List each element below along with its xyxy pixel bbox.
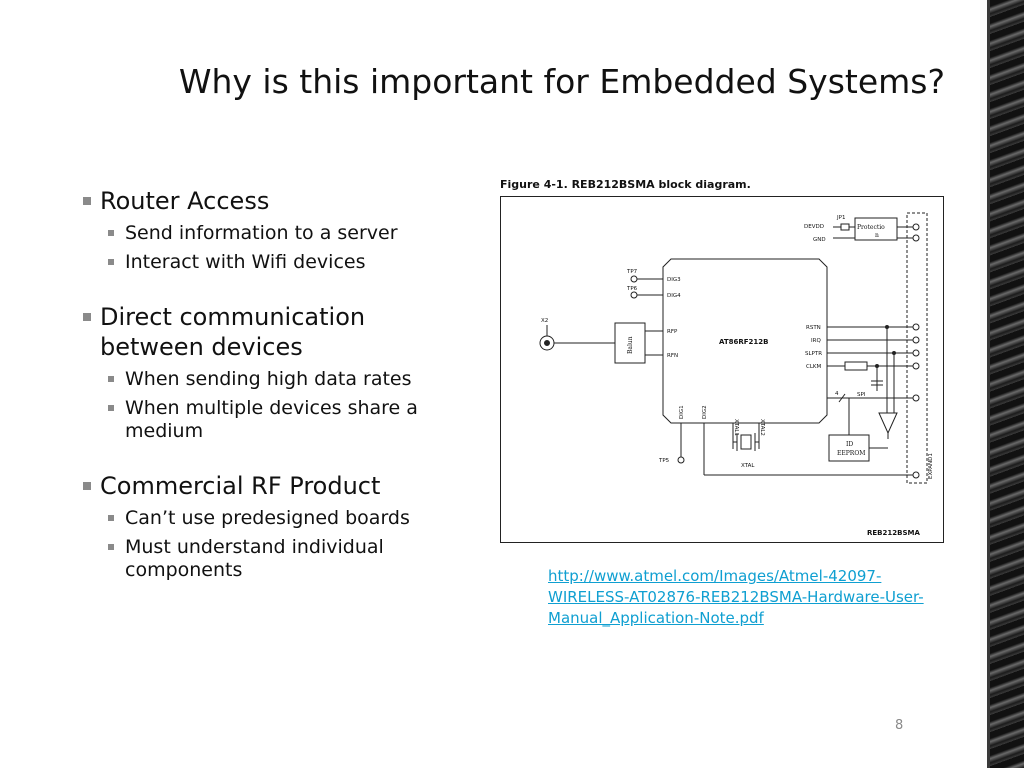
chip-label: AT86RF212B [719, 338, 769, 346]
board-name-label: REB212BSMA [867, 529, 920, 537]
bullet-square-icon [83, 197, 91, 205]
irq-label: IRQ [811, 338, 821, 344]
bullet-heading: Router Access [80, 186, 440, 216]
eeprom-block [828, 434, 870, 462]
sub-bullet-text: When sending high data rates [125, 368, 412, 390]
x2-label: X2 [541, 318, 548, 324]
protection-block [854, 217, 898, 241]
bullet-heading: Direct communication between devices [80, 302, 440, 362]
bullet-list: Router Access Send information to a serv… [80, 186, 440, 582]
bullet-square-icon [108, 376, 114, 382]
rfn-label: RFN [667, 353, 678, 359]
xtal-crystal [740, 434, 752, 450]
page-number: 8 [895, 718, 904, 733]
dig4-label: DIG4 [667, 293, 681, 299]
bullet-square-icon [108, 405, 114, 411]
tp5-label: TP5 [658, 458, 670, 464]
bullet-square-icon [108, 515, 114, 521]
balun-block [614, 322, 646, 364]
dig3-label: DIG3 [667, 277, 681, 283]
sub-bullet-text: When multiple devices share a medium [125, 397, 418, 442]
decorative-edge-line [987, 0, 990, 768]
rfp-label: RFP [667, 329, 678, 335]
bullet-heading: Commercial RF Product [80, 471, 440, 501]
slide-title: Why is this important for Embedded Syste… [178, 62, 945, 101]
protection-label-cont: n [875, 232, 879, 239]
sub-bullet-text: Must understand individual components [125, 536, 384, 581]
sub-bullet: Interact with Wifi devices [80, 251, 440, 274]
sub-bullet-text: Send information to a server [125, 222, 398, 244]
sub-bullet: Can’t use predesigned boards [80, 507, 440, 530]
protection-label: Protectio [857, 224, 885, 231]
block-diagram: AT86RF212B Balun Protectio n ID EEPROM E… [500, 196, 944, 543]
block-diagram-svg: AT86RF212B Balun Protectio n ID EEPROM E… [539, 212, 934, 537]
expand-label: EXPAND1 [928, 453, 934, 479]
xtal1-label: XTAL1 [733, 419, 739, 436]
dig2-label: DIG2 [702, 405, 708, 419]
chip-block [662, 258, 828, 424]
tp7-label: TP7 [626, 269, 638, 275]
slptr-label: SLPTR [805, 351, 822, 357]
gnd-label: GND [813, 237, 826, 243]
bullet-square-icon [108, 230, 114, 236]
xtal2-label: XTAL2 [759, 419, 765, 436]
decorative-edge-pattern [990, 0, 1024, 768]
bullet-square-icon [83, 482, 91, 490]
devdd-label: DEVDD [804, 224, 824, 230]
sub-bullet: When multiple devices share a medium [80, 397, 440, 443]
sub-bullet-text: Can’t use predesigned boards [125, 507, 410, 529]
bullet-heading-text: Commercial RF Product [100, 472, 381, 500]
dig1-label: DIG1 [679, 405, 685, 419]
source-link[interactable]: http://www.atmel.com/Images/Atmel-42097-… [548, 567, 924, 627]
eeprom-label: EEPROM [837, 450, 865, 457]
spi-width-label: 4 [835, 391, 839, 397]
balun-label: Balun [627, 336, 634, 354]
sub-bullet: When sending high data rates [80, 368, 440, 391]
jp1-label: JP1 [836, 215, 845, 221]
rstn-label: RSTN [806, 325, 821, 331]
bullet-square-icon [108, 544, 114, 550]
xtal-label: XTAL [741, 463, 755, 469]
sub-bullet: Must understand individual components [80, 536, 440, 582]
figure-caption: Figure 4-1. REB212BSMA block diagram. [500, 178, 751, 191]
bullet-heading-text: Direct communication between devices [100, 303, 366, 361]
bullet-square-icon [83, 313, 91, 321]
bullet-square-icon [108, 259, 114, 265]
bullet-heading-text: Router Access [100, 187, 270, 215]
sub-bullet: Send information to a server [80, 222, 440, 245]
sub-bullet-text: Interact with Wifi devices [125, 251, 366, 273]
eeprom-id-label: ID [846, 441, 853, 448]
tp6-label: TP6 [626, 286, 638, 292]
spi-label: SPI [857, 392, 866, 398]
expand-connector [906, 212, 928, 484]
clkm-label: CLKM [806, 364, 822, 370]
